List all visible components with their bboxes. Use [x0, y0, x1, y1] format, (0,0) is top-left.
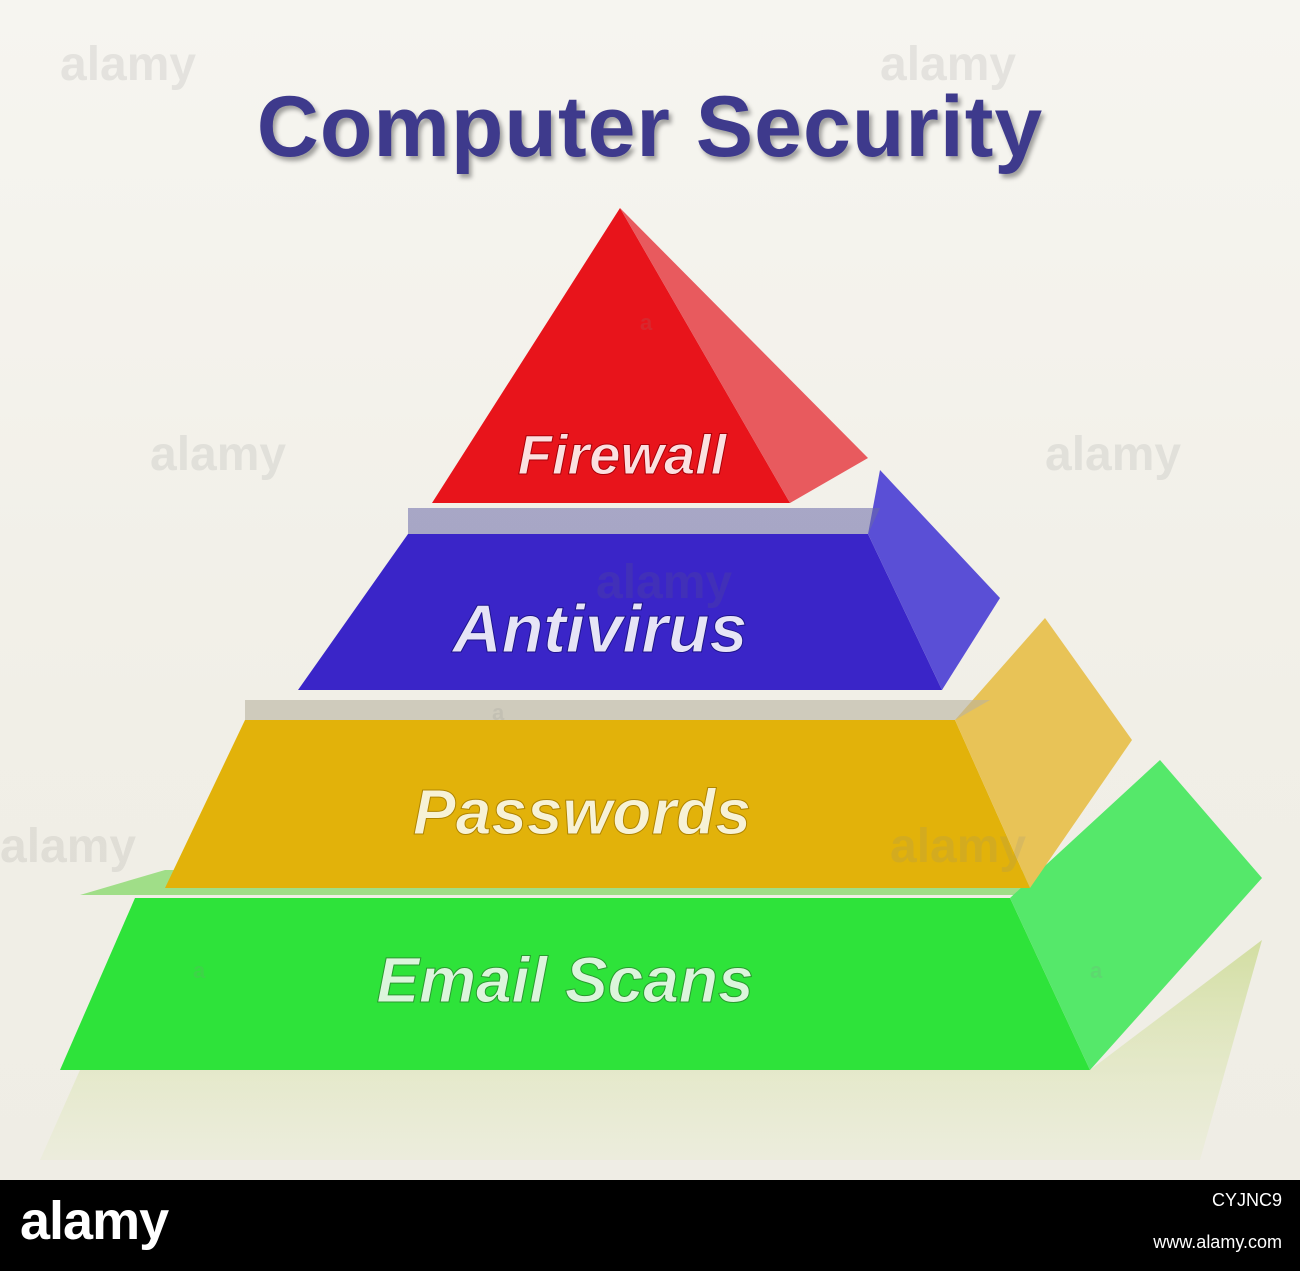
watermark-6: alamy	[0, 820, 136, 873]
image-canvas: Computer Security Email Scans Passwords	[0, 0, 1300, 1180]
footer-brand-logo: alamy	[20, 1191, 169, 1251]
watermark-11: a	[1090, 958, 1103, 983]
footer-image-id: CYJNC9	[1211, 1190, 1282, 1210]
tier-antivirus-shadow	[408, 508, 880, 534]
watermark-8: a	[640, 310, 653, 335]
tier-passwords-label: Passwords	[413, 776, 751, 848]
watermark-10: a	[193, 958, 206, 983]
watermark-2: alamy	[880, 38, 1016, 91]
tier-passwords-front	[165, 720, 1030, 888]
tier-firewall-front	[432, 208, 790, 503]
tier-email-scans-front	[60, 898, 1090, 1070]
watermark-layer: alamy alamy alamy alamy alamy alamy alam…	[0, 38, 1181, 983]
watermark-7: alamy	[890, 820, 1026, 873]
tier-email-scans: Email Scans	[60, 760, 1262, 1070]
tier-firewall: Firewall	[432, 208, 868, 503]
tier-firewall-label: Firewall	[518, 423, 728, 486]
tier-firewall-side	[620, 208, 868, 503]
security-pyramid: Email Scans Passwords Antivirus Firewall…	[0, 38, 1262, 1160]
diagram-title: Computer Security	[256, 79, 1044, 175]
tier-antivirus-side	[868, 470, 1000, 690]
tier-email-scans-side	[1010, 760, 1262, 1070]
footer-url: www.alamy.com	[1153, 1232, 1282, 1252]
watermark-3: alamy	[150, 428, 286, 481]
tier-passwords-shadow	[245, 700, 990, 720]
stock-footer-bar: alamy CYJNC9 www.alamy.com	[0, 1180, 1300, 1271]
watermark-1: alamy	[60, 38, 196, 91]
watermark-5: alamy	[596, 556, 732, 609]
tier-passwords: Passwords	[165, 618, 1132, 888]
tier-email-scans-label: Email Scans	[376, 944, 753, 1016]
tier-passwords-side	[955, 618, 1132, 888]
tier-antivirus: Antivirus	[298, 470, 1000, 690]
watermark-9: a	[492, 700, 505, 725]
pyramid-reflection	[40, 940, 1262, 1160]
watermark-4: alamy	[1045, 428, 1181, 481]
tier-antivirus-front	[298, 534, 942, 690]
tier-antivirus-label: Antivirus	[451, 591, 748, 667]
